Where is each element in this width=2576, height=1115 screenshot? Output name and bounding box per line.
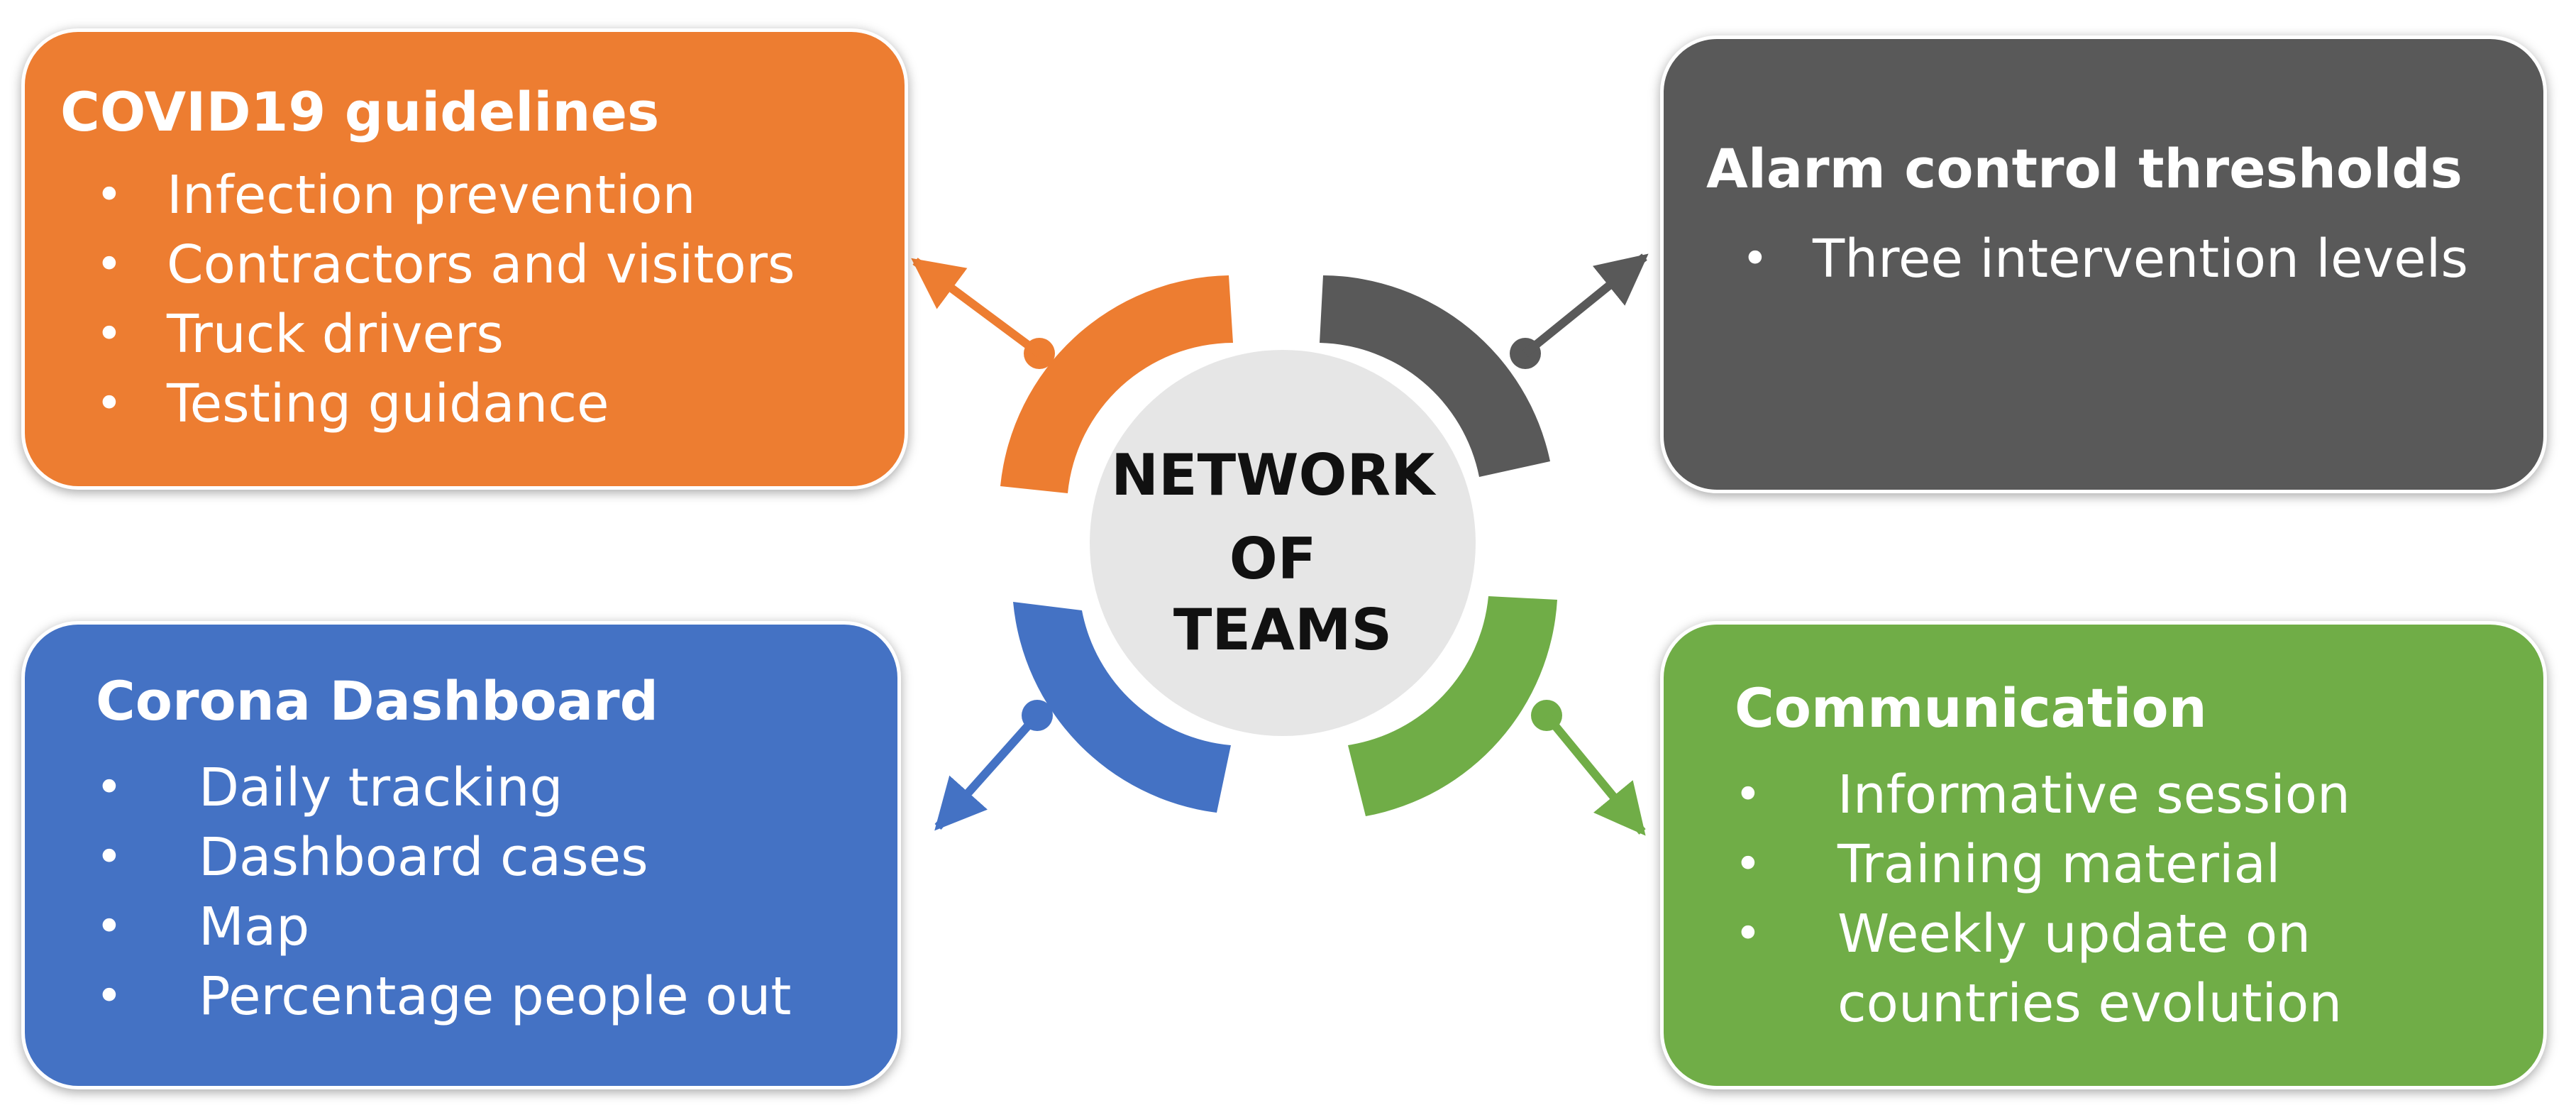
bullet-icon: • bbox=[96, 762, 123, 814]
alarm-thresholds-list: •Three intervention levels bbox=[1706, 224, 2543, 294]
arc-green bbox=[1348, 596, 1557, 816]
covid-guidelines-list: •Infection prevention •Contractors and v… bbox=[60, 160, 905, 439]
list-item: •Percentage people out bbox=[96, 962, 897, 1031]
corona-dashboard-list: •Daily tracking •Dashboard cases •Map •P… bbox=[96, 753, 897, 1031]
hub-line-2: OF bbox=[1229, 526, 1317, 592]
bullet-icon: • bbox=[1735, 838, 1762, 891]
bullet-icon: • bbox=[96, 970, 123, 1023]
corona-dashboard-title: Corona Dashboard bbox=[96, 669, 659, 732]
bullet-icon: • bbox=[1735, 769, 1762, 821]
list-item: •Contractors and visitors bbox=[60, 230, 905, 300]
bullet-icon: • bbox=[96, 238, 123, 291]
list-item: •Daily tracking bbox=[96, 753, 897, 823]
list-item: •Training material bbox=[1735, 830, 2543, 899]
bullet-icon: • bbox=[96, 169, 123, 221]
alarm-thresholds-box: Alarm control thresholds •Three interven… bbox=[1660, 35, 2547, 493]
connector-dashboard bbox=[934, 700, 1053, 831]
hub-circle bbox=[1090, 350, 1476, 736]
list-item: •Map bbox=[96, 892, 897, 962]
covid-guidelines-title: COVID19 guidelines bbox=[60, 80, 660, 143]
hub-line-1: NETWORK bbox=[1111, 442, 1437, 508]
connector-covid bbox=[911, 258, 1055, 369]
connector-comm bbox=[1531, 700, 1646, 836]
bullet-icon: • bbox=[1742, 233, 1769, 285]
list-item: •Weekly update on bbox=[1735, 899, 2543, 969]
arc-gray bbox=[1320, 275, 1550, 477]
list-item: •Dashboard cases bbox=[96, 823, 897, 892]
bullet-icon: • bbox=[96, 308, 123, 361]
list-item: •Infection prevention bbox=[60, 160, 905, 230]
list-item: •Truck drivers bbox=[60, 300, 905, 369]
alarm-thresholds-title: Alarm control thresholds bbox=[1706, 137, 2462, 200]
list-item: •Informative session bbox=[1735, 760, 2543, 830]
communication-title: Communication bbox=[1735, 676, 2207, 740]
communication-list: •Informative session •Training material … bbox=[1735, 760, 2543, 1038]
svg-text:NETWORK OF TEAMS: NETWORK OF TEAMS bbox=[1111, 442, 1454, 663]
covid-guidelines-box: COVID19 guidelines •Infection prevention… bbox=[21, 28, 908, 490]
connector-alarm bbox=[1510, 253, 1649, 369]
bullet-icon: • bbox=[96, 901, 123, 953]
list-item: •Three intervention levels bbox=[1706, 224, 2543, 294]
communication-box: Communication •Informative session •Trai… bbox=[1660, 621, 2547, 1089]
list-item: •Testing guidance bbox=[60, 369, 905, 439]
bullet-icon: • bbox=[96, 378, 123, 430]
arc-orange bbox=[1000, 275, 1233, 493]
list-item: countries evolution bbox=[1837, 973, 2343, 1034]
arc-blue bbox=[1013, 602, 1231, 813]
corona-dashboard-box: Corona Dashboard •Daily tracking •Dashbo… bbox=[21, 621, 901, 1089]
hub-line-3: TEAMS bbox=[1173, 597, 1392, 663]
bullet-icon: • bbox=[1735, 908, 1762, 960]
bullet-icon: • bbox=[96, 831, 123, 884]
